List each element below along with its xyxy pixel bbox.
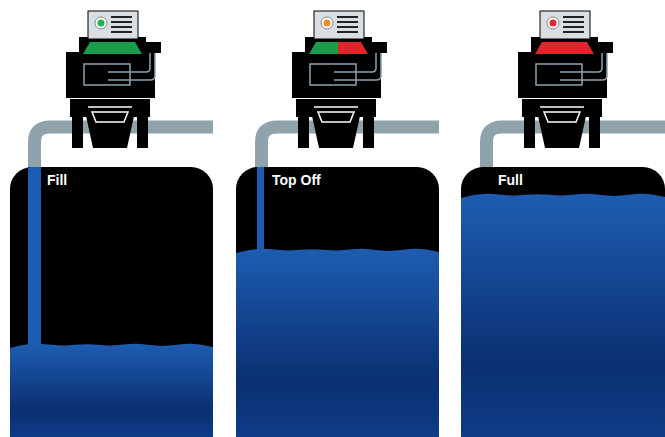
tank: Top Off xyxy=(236,167,439,437)
tank: Full xyxy=(461,167,665,437)
state-label: Full xyxy=(498,172,523,188)
water-level xyxy=(10,167,213,437)
tank: Fill xyxy=(10,167,213,437)
water-level xyxy=(236,167,439,437)
state-label: Fill xyxy=(47,172,67,188)
water-level xyxy=(461,167,665,437)
state-label: Top Off xyxy=(272,172,321,188)
